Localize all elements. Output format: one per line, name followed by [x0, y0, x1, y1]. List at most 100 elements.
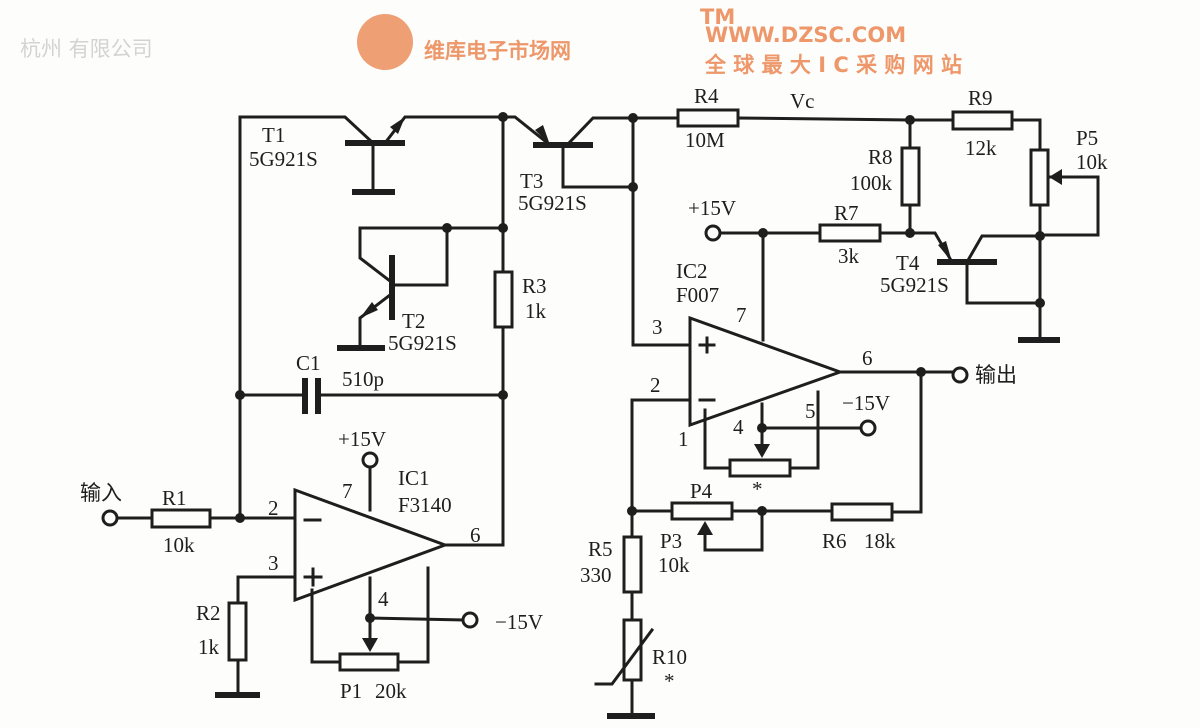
ic1-plus-sign: [303, 567, 323, 587]
junction-dot: [1035, 298, 1045, 308]
r10-label: R10: [652, 645, 687, 669]
junction-dot: [235, 513, 245, 523]
wire: [564, 116, 635, 148]
wire: [358, 226, 505, 284]
wire: [391, 226, 449, 287]
wire: [630, 398, 692, 539]
t1-part: 5G921S: [249, 147, 318, 171]
transistor-symbols: [337, 117, 997, 351]
c1-value: 510p: [342, 367, 384, 391]
ic2-null-pot-arrow: [754, 444, 770, 458]
watermark-logo: [357, 14, 413, 70]
ic1-opamp: [293, 487, 450, 603]
c1-label: C1: [296, 351, 321, 375]
t3-label: T3: [520, 169, 543, 193]
junction-dot: [758, 228, 768, 238]
r7-value: 3k: [838, 244, 860, 268]
r10-mark: *: [664, 669, 675, 693]
wires: [115, 115, 1100, 718]
r8-body: [900, 146, 921, 207]
wire: [310, 588, 342, 664]
junction-dot: [498, 223, 508, 233]
junction-dot: [235, 390, 245, 400]
t2-emitter-arrow: [360, 302, 378, 318]
ic2-pin6: 6: [862, 346, 873, 370]
r8-value: 100k: [850, 171, 893, 195]
r6-value: 18k: [864, 529, 896, 553]
r5-value: 330: [580, 563, 612, 587]
output-terminal[interactable]: [951, 366, 969, 384]
output-label: 输出: [975, 363, 1017, 387]
r4-value: 10M: [685, 128, 725, 152]
ic1-minus15-terminal[interactable]: [461, 611, 479, 629]
ic2-minus15-terminal[interactable]: [859, 419, 877, 437]
r6-body: [830, 502, 894, 522]
ic1-pin4: 4: [378, 587, 389, 611]
junction-dot: [905, 115, 915, 125]
ic1-plus15-terminal[interactable]: [361, 451, 379, 469]
junction-dot: [498, 390, 508, 400]
component-labels: T1 5G921S T3 5G921S T2 5G921S T4 5G921S …: [80, 84, 1108, 703]
ic1-pin3: 3: [268, 551, 279, 575]
wire: [382, 115, 553, 148]
ic2-opamp: [688, 315, 845, 428]
watermark-url: WWW.DZSC.COM: [705, 23, 906, 47]
t3-emitter-arrow: [535, 125, 550, 145]
r1-label: R1: [162, 486, 187, 510]
p3-wiper-arrow: [697, 521, 713, 535]
ic2-pin3: 3: [652, 315, 663, 339]
ic2-null-pot-body: [728, 458, 792, 478]
input-terminal[interactable]: [101, 509, 119, 527]
r2-label: R2: [196, 601, 221, 625]
junction-dot: [628, 113, 638, 123]
watermark-tm: TM: [700, 5, 735, 29]
p5-body: [1029, 148, 1050, 207]
t4-part: 5G921S: [880, 273, 949, 297]
p4-label: P4: [690, 479, 713, 503]
input-label: 输入: [80, 481, 122, 505]
resistor-bodies: [150, 108, 1062, 686]
r7-label: R7: [834, 201, 859, 225]
p3-label: P3: [660, 529, 682, 553]
p1-wiper-arrow: [362, 638, 378, 652]
ic1-plus15-label: +15V: [338, 427, 386, 451]
watermark: 杭州 有限公司 维库电子市场网 TM WWW.DZSC.COM 全 球 最 大 …: [20, 5, 962, 77]
junction-dot: [442, 223, 452, 233]
watermark-company: 杭州 有限公司: [20, 37, 153, 61]
vc-label: Vc: [790, 89, 815, 113]
r8-label: R8: [868, 145, 893, 169]
wire: [238, 115, 376, 520]
ic1-pin7: 7: [342, 479, 353, 503]
p4-mark: *: [752, 477, 763, 501]
ic1-label: IC1: [398, 466, 430, 490]
t4-label: T4: [896, 251, 920, 275]
watermark-slogan: 全 球 最 大 I C 采 购 网 站: [704, 53, 962, 77]
wire: [561, 143, 635, 189]
r5-body: [622, 535, 643, 594]
junction-dot: [365, 613, 375, 623]
junction-dot: [905, 228, 915, 238]
p5-label: P5: [1076, 126, 1098, 150]
wire: [703, 408, 732, 470]
r10-thermistor-slash: [594, 627, 655, 686]
wire: [788, 390, 820, 470]
junction-dot: [628, 182, 638, 192]
ic2-plus15-terminal[interactable]: [704, 224, 722, 242]
r2-body: [227, 601, 248, 662]
r1-value: 10k: [163, 533, 195, 557]
ic2-label: IC2: [676, 259, 708, 283]
r4-label: R4: [694, 84, 719, 108]
p1-label: P1: [340, 679, 362, 703]
wire: [358, 292, 393, 350]
ic2-pin7: 7: [736, 303, 747, 327]
t2-label: T2: [402, 309, 425, 333]
ic2-minus15-label: −15V: [842, 391, 890, 415]
watermark-brand: 维库电子市场网: [424, 39, 571, 63]
r9-label: R9: [968, 86, 993, 110]
wire: [890, 370, 923, 514]
ic2-plus-sign: [698, 336, 716, 354]
t3-part: 5G921S: [518, 191, 587, 215]
t1-emitter-arrow: [390, 117, 405, 134]
